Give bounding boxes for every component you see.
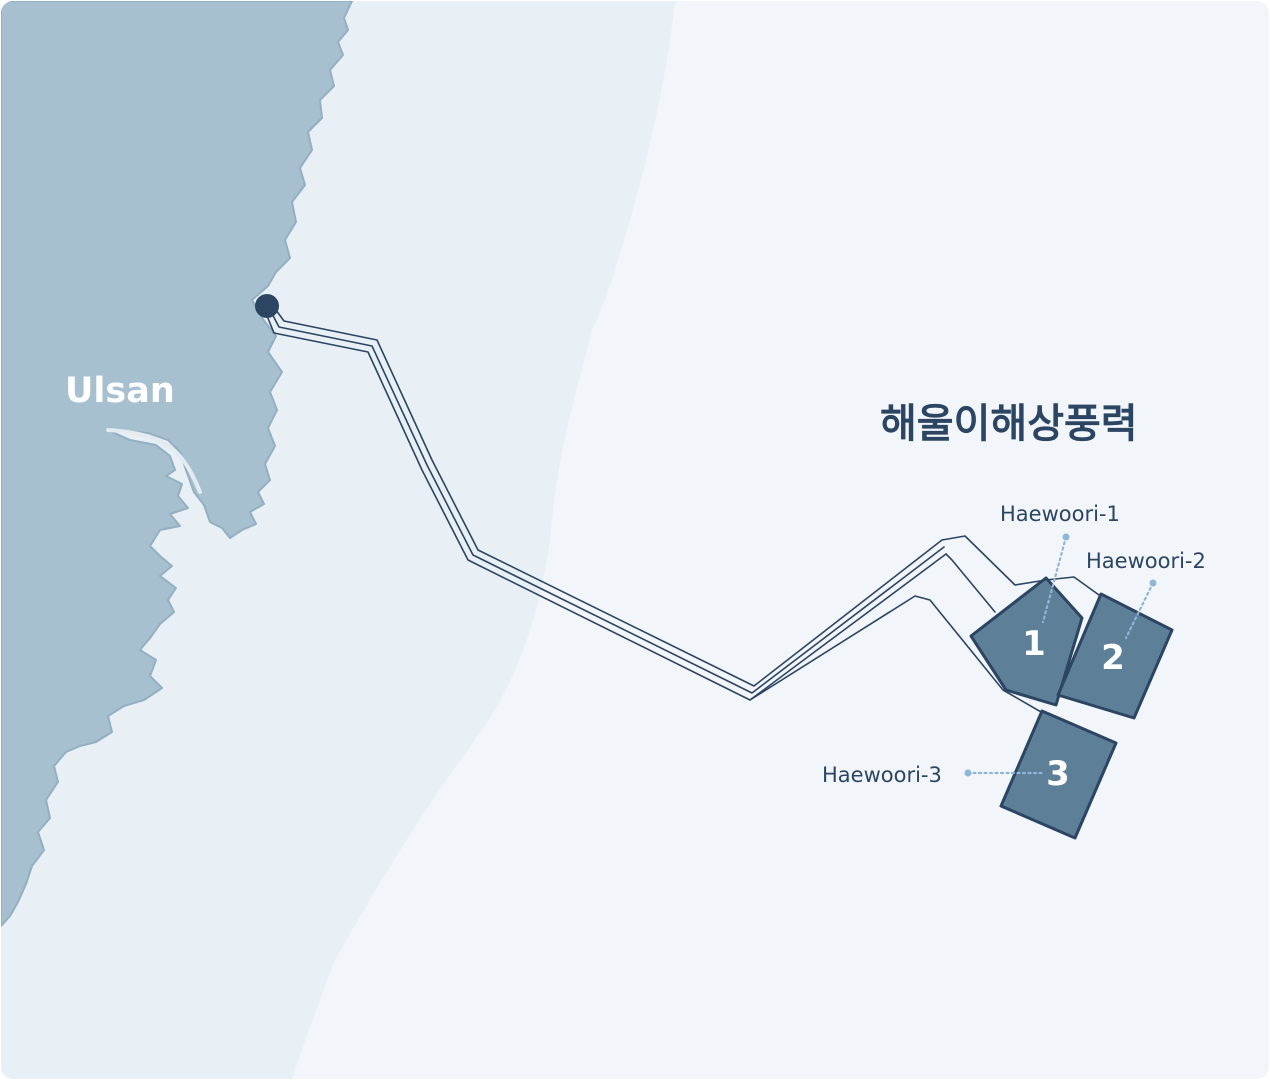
leader-dot-2 [1149, 579, 1157, 587]
leader-line-1 [1041, 535, 1068, 624]
project-title: 해울이해상풍력 [880, 401, 1138, 447]
river [106, 428, 202, 494]
land-mass [1, 1, 353, 927]
site-area-2 [1056, 592, 1174, 720]
site-haewoori-3: 3 [999, 709, 1118, 840]
site-haewoori-2: 2 [1056, 592, 1174, 720]
leader-dot-3 [964, 769, 972, 777]
leader-lines [964, 533, 1157, 777]
site-label-1: Haewoori-1 [1000, 502, 1120, 526]
leader-dot-1 [1062, 533, 1070, 541]
landing-point-marker [255, 294, 279, 318]
site-number-1: 1 [1022, 624, 1046, 664]
leader-line-2 [1124, 581, 1155, 640]
site-number-2: 2 [1101, 638, 1125, 678]
city-label: Ulsan [65, 371, 175, 411]
site-haewoori-1: 1 [969, 576, 1084, 707]
site-label-3: Haewoori-3 [822, 763, 942, 787]
array-cables [749, 535, 1100, 717]
site-area-1 [969, 576, 1084, 707]
site-area-3 [999, 709, 1118, 840]
site-number-3: 3 [1046, 754, 1070, 794]
site-label-2: Haewoori-2 [1086, 549, 1206, 573]
